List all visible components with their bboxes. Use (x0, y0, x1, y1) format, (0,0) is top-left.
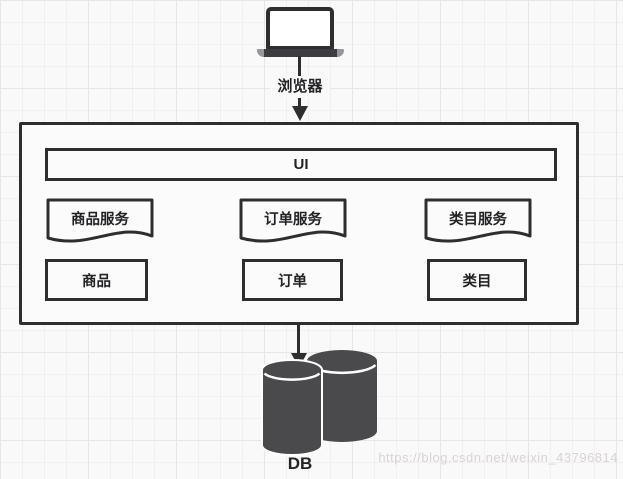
service-doc-category: 类目服务 (424, 198, 532, 246)
watermark: https://blog.csdn.net/weixin_43796814 (378, 450, 618, 465)
ui-layer-label: UI (293, 156, 309, 173)
entity-box-order: 订单 (242, 259, 343, 301)
connector-browser-line-bottom (298, 97, 301, 108)
application-container-box: UI 商品服务 订单服务 类目服务 商品 订单 (19, 122, 579, 325)
document-shape-icon (424, 198, 532, 243)
database-icon (261, 350, 377, 456)
arrowhead-down-icon (292, 106, 308, 121)
entity-label-product: 商品 (82, 273, 111, 290)
browser-label: 浏览器 (270, 76, 330, 98)
ui-layer-box: UI (45, 148, 557, 181)
entity-label-order: 订单 (278, 273, 307, 290)
entity-box-category: 类目 (427, 259, 527, 301)
service-label-order: 订单服务 (264, 211, 322, 228)
connector-browser-line-top (298, 56, 301, 77)
laptop-base (257, 49, 344, 57)
db-label: DB (287, 454, 313, 473)
service-doc-order: 订单服务 (239, 198, 347, 246)
db-cylinder-back (307, 350, 377, 442)
service-doc-product: 商品服务 (46, 198, 154, 246)
entity-box-product: 商品 (45, 259, 148, 301)
connector-db-line (297, 325, 300, 354)
laptop-screen (266, 7, 334, 50)
service-label-product: 商品服务 (71, 211, 129, 228)
db-cylinder-front (261, 359, 323, 456)
entity-label-category: 类目 (462, 273, 492, 290)
document-shape-icon (46, 198, 154, 243)
document-shape-icon (239, 198, 347, 243)
service-label-category: 类目服务 (449, 211, 507, 228)
